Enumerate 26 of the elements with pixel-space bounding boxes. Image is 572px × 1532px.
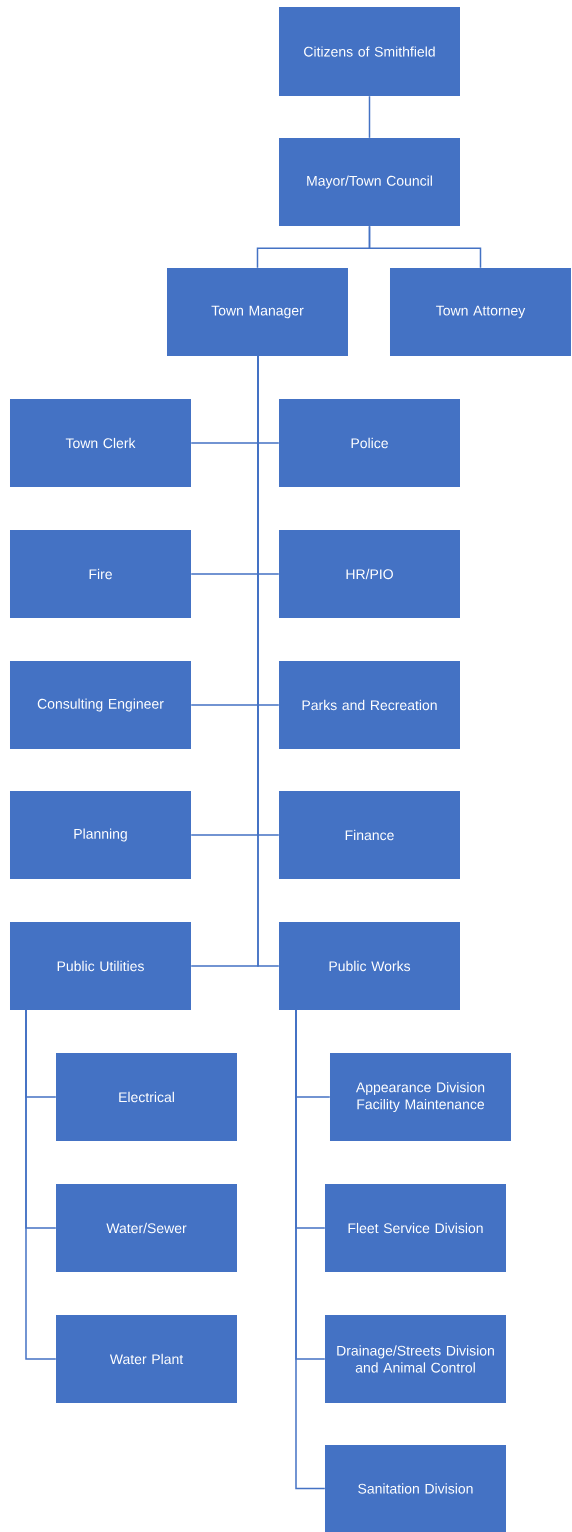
org-box: Police: [279, 399, 460, 487]
org-box: Fire: [10, 530, 191, 618]
connector-line: [257, 355, 280, 967]
org-box: Fleet Service Division: [325, 1184, 506, 1272]
org-box: Public Utilities: [10, 922, 191, 1010]
org-box: Sanitation Division: [325, 1445, 506, 1532]
org-box: Town Clerk: [10, 399, 191, 487]
org-box: Mayor/Town Council: [279, 138, 460, 226]
connector-line: [368, 95, 371, 139]
connector-line: [295, 1009, 326, 1490]
org-box: Consulting Engineer: [10, 661, 191, 749]
org-box: Parks and Recreation: [279, 661, 460, 749]
org-box: Water/Sewer: [56, 1184, 237, 1272]
org-box: Planning: [10, 791, 191, 879]
connector-line: [25, 1009, 57, 1360]
org-box: Drainage/Streets Division and Animal Control: [325, 1315, 506, 1403]
org-box: Finance: [279, 791, 460, 879]
org-box: Town Manager: [167, 268, 348, 356]
org-box: Town Attorney: [390, 268, 571, 356]
org-box: Citizens of Smithfield: [279, 7, 460, 96]
connector-line: [368, 225, 482, 269]
org-box: HR/PIO: [279, 530, 460, 618]
org-box: Water Plant: [56, 1315, 237, 1403]
org-box: Public Works: [279, 922, 460, 1010]
org-box: Electrical: [56, 1053, 237, 1141]
org-box: Appearance Division Facility Maintenance: [330, 1053, 511, 1141]
